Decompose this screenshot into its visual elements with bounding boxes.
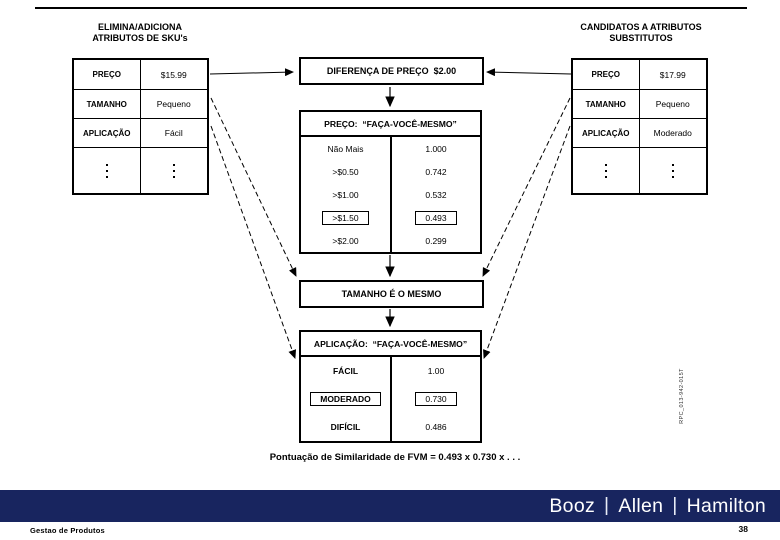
- logo-separator: |: [672, 493, 678, 516]
- footer-left-text: Gestao de Produtos: [30, 526, 105, 535]
- left-table-title-line2: ATRIBUTOS DE SKU's: [92, 33, 188, 43]
- attr-label: TAMANHO: [74, 90, 141, 119]
- attr-label: PREÇO: [573, 60, 640, 90]
- price-row-label: >$1.00: [332, 189, 359, 200]
- application-row-label: DIFÍCIL: [330, 422, 361, 432]
- price-row-value: 1.000: [390, 137, 480, 160]
- left-table-title-line1: ELIMINA/ADICIONA: [98, 22, 182, 32]
- attr-label: APLICAÇÃO: [74, 119, 141, 148]
- ellipsis-cell: [74, 148, 141, 193]
- attr-value: Moderado: [639, 119, 706, 148]
- logo-allen: Allen: [618, 494, 664, 517]
- attr-value: $17.99: [639, 60, 706, 90]
- application-similarity-table: APLICAÇÃO: “FAÇA-VOCÊ-MESMO” FÁCIL 1.00 …: [299, 330, 482, 443]
- page-number: 38: [738, 524, 748, 534]
- vertical-ellipsis-icon: [105, 163, 108, 166]
- attr-value: Fácil: [140, 119, 207, 148]
- application-row-value-highlighted: 0.730: [390, 385, 480, 413]
- price-row-label-highlighted: >$1.50: [301, 206, 390, 229]
- size-same-box: TAMANHO É O MESMO: [299, 280, 484, 308]
- left-table-title: ELIMINA/ADICIONA ATRIBUTOS DE SKU's: [55, 22, 225, 44]
- application-table-header: APLICAÇÃO: “FAÇA-VOCÊ-MESMO”: [301, 332, 480, 357]
- right-table-title-line2: SUBSTITUTOS: [609, 33, 673, 43]
- attr-value: $15.99: [140, 60, 207, 90]
- vertical-ellipsis-icon: [604, 163, 607, 166]
- vertical-ellipsis-icon: [671, 163, 674, 166]
- application-row-label-highlighted: MODERADO: [301, 385, 390, 413]
- attr-label: TAMANHO: [573, 90, 640, 119]
- application-row-value: 0.486: [390, 413, 480, 441]
- sku-attributes-table: PREÇO $15.99 TAMANHO Pequeno APLICAÇÃO F…: [72, 58, 209, 195]
- attr-label: PREÇO: [74, 60, 141, 90]
- logo-booz: Booz: [549, 494, 596, 517]
- document-id-label: RPC_013-942-015T: [679, 368, 685, 424]
- highlight-box: 0.493: [415, 210, 457, 225]
- highlight-box: MODERADO: [310, 392, 381, 406]
- price-row-label: >$2.00: [332, 235, 359, 246]
- price-row-value: 0.742: [390, 160, 480, 183]
- attr-label: APLICAÇÃO: [573, 119, 640, 148]
- price-similarity-table: PREÇO: “FAÇA-VOCÊ-MESMO” Não Mais 1.000 …: [299, 110, 482, 254]
- highlight-box: >$1.50: [322, 210, 369, 225]
- price-row-value: 0.299: [390, 229, 480, 252]
- similarity-score-caption: Pontuação de Similaridade de FVM = 0.493…: [269, 452, 521, 463]
- price-difference-box: DIFERENÇA DE PREÇO $2.00: [299, 57, 484, 85]
- right-table-title-line1: CANDIDATOS A ATRIBUTOS: [580, 22, 702, 32]
- application-row-label: FÁCIL: [332, 366, 359, 376]
- price-row-label: >$0.50: [332, 166, 359, 177]
- vertical-ellipsis-icon: [172, 163, 175, 166]
- attr-value: Pequeno: [639, 90, 706, 119]
- right-table-title: CANDIDATOS A ATRIBUTOS SUBSTITUTOS: [555, 22, 727, 44]
- price-table-header: PREÇO: “FAÇA-VOCÊ-MESMO”: [301, 112, 480, 137]
- price-row-value: 0.532: [390, 183, 480, 206]
- ellipsis-cell: [141, 148, 208, 193]
- top-rule: [35, 7, 747, 9]
- price-row-value-highlighted: 0.493: [390, 206, 480, 229]
- candidate-attributes-table: PREÇO $17.99 TAMANHO Pequeno APLICAÇÃO M…: [571, 58, 708, 195]
- footer-bar: Booz | Allen | Hamilton: [0, 490, 780, 522]
- ellipsis-cell: [640, 148, 707, 193]
- price-row-label: Não Mais: [327, 143, 364, 154]
- application-row-value: 1.00: [390, 357, 480, 385]
- attr-value: Pequeno: [140, 90, 207, 119]
- booz-allen-hamilton-logo: Booz | Allen | Hamilton: [549, 493, 766, 518]
- highlight-box: 0.730: [415, 392, 457, 406]
- ellipsis-cell: [573, 148, 640, 193]
- logo-separator: |: [604, 493, 610, 516]
- logo-hamilton: Hamilton: [686, 494, 766, 517]
